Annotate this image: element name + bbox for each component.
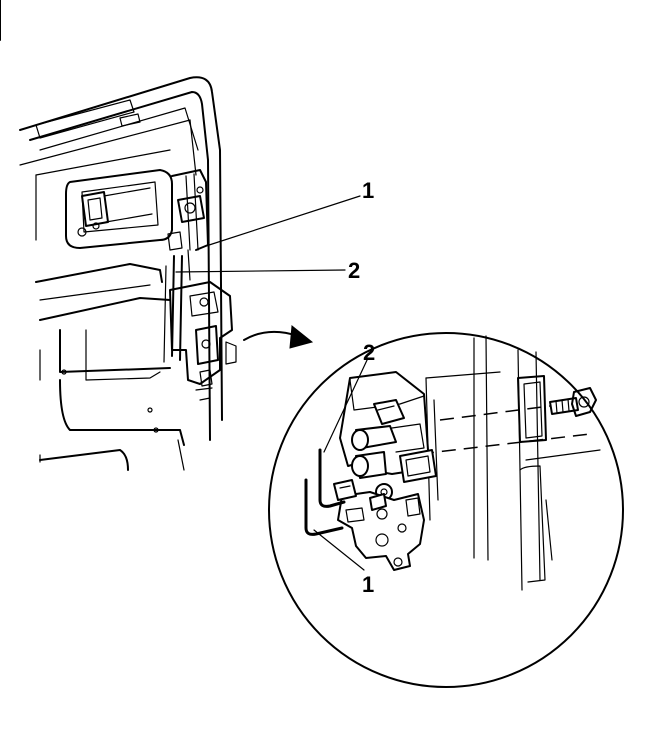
detail-arrow xyxy=(243,325,314,349)
callout-detail-2: 2 xyxy=(363,340,375,365)
callout-main-2: 2 xyxy=(348,258,360,283)
callout-detail-1: 1 xyxy=(362,572,374,597)
main-leaders xyxy=(175,195,361,273)
detail-circle xyxy=(268,332,624,688)
latch-assembly xyxy=(333,371,437,571)
door-panel xyxy=(0,0,237,471)
callout-main-1: 1 xyxy=(362,178,374,203)
bolt xyxy=(549,387,597,417)
detail-view xyxy=(268,332,624,688)
detail-rods xyxy=(304,448,346,536)
